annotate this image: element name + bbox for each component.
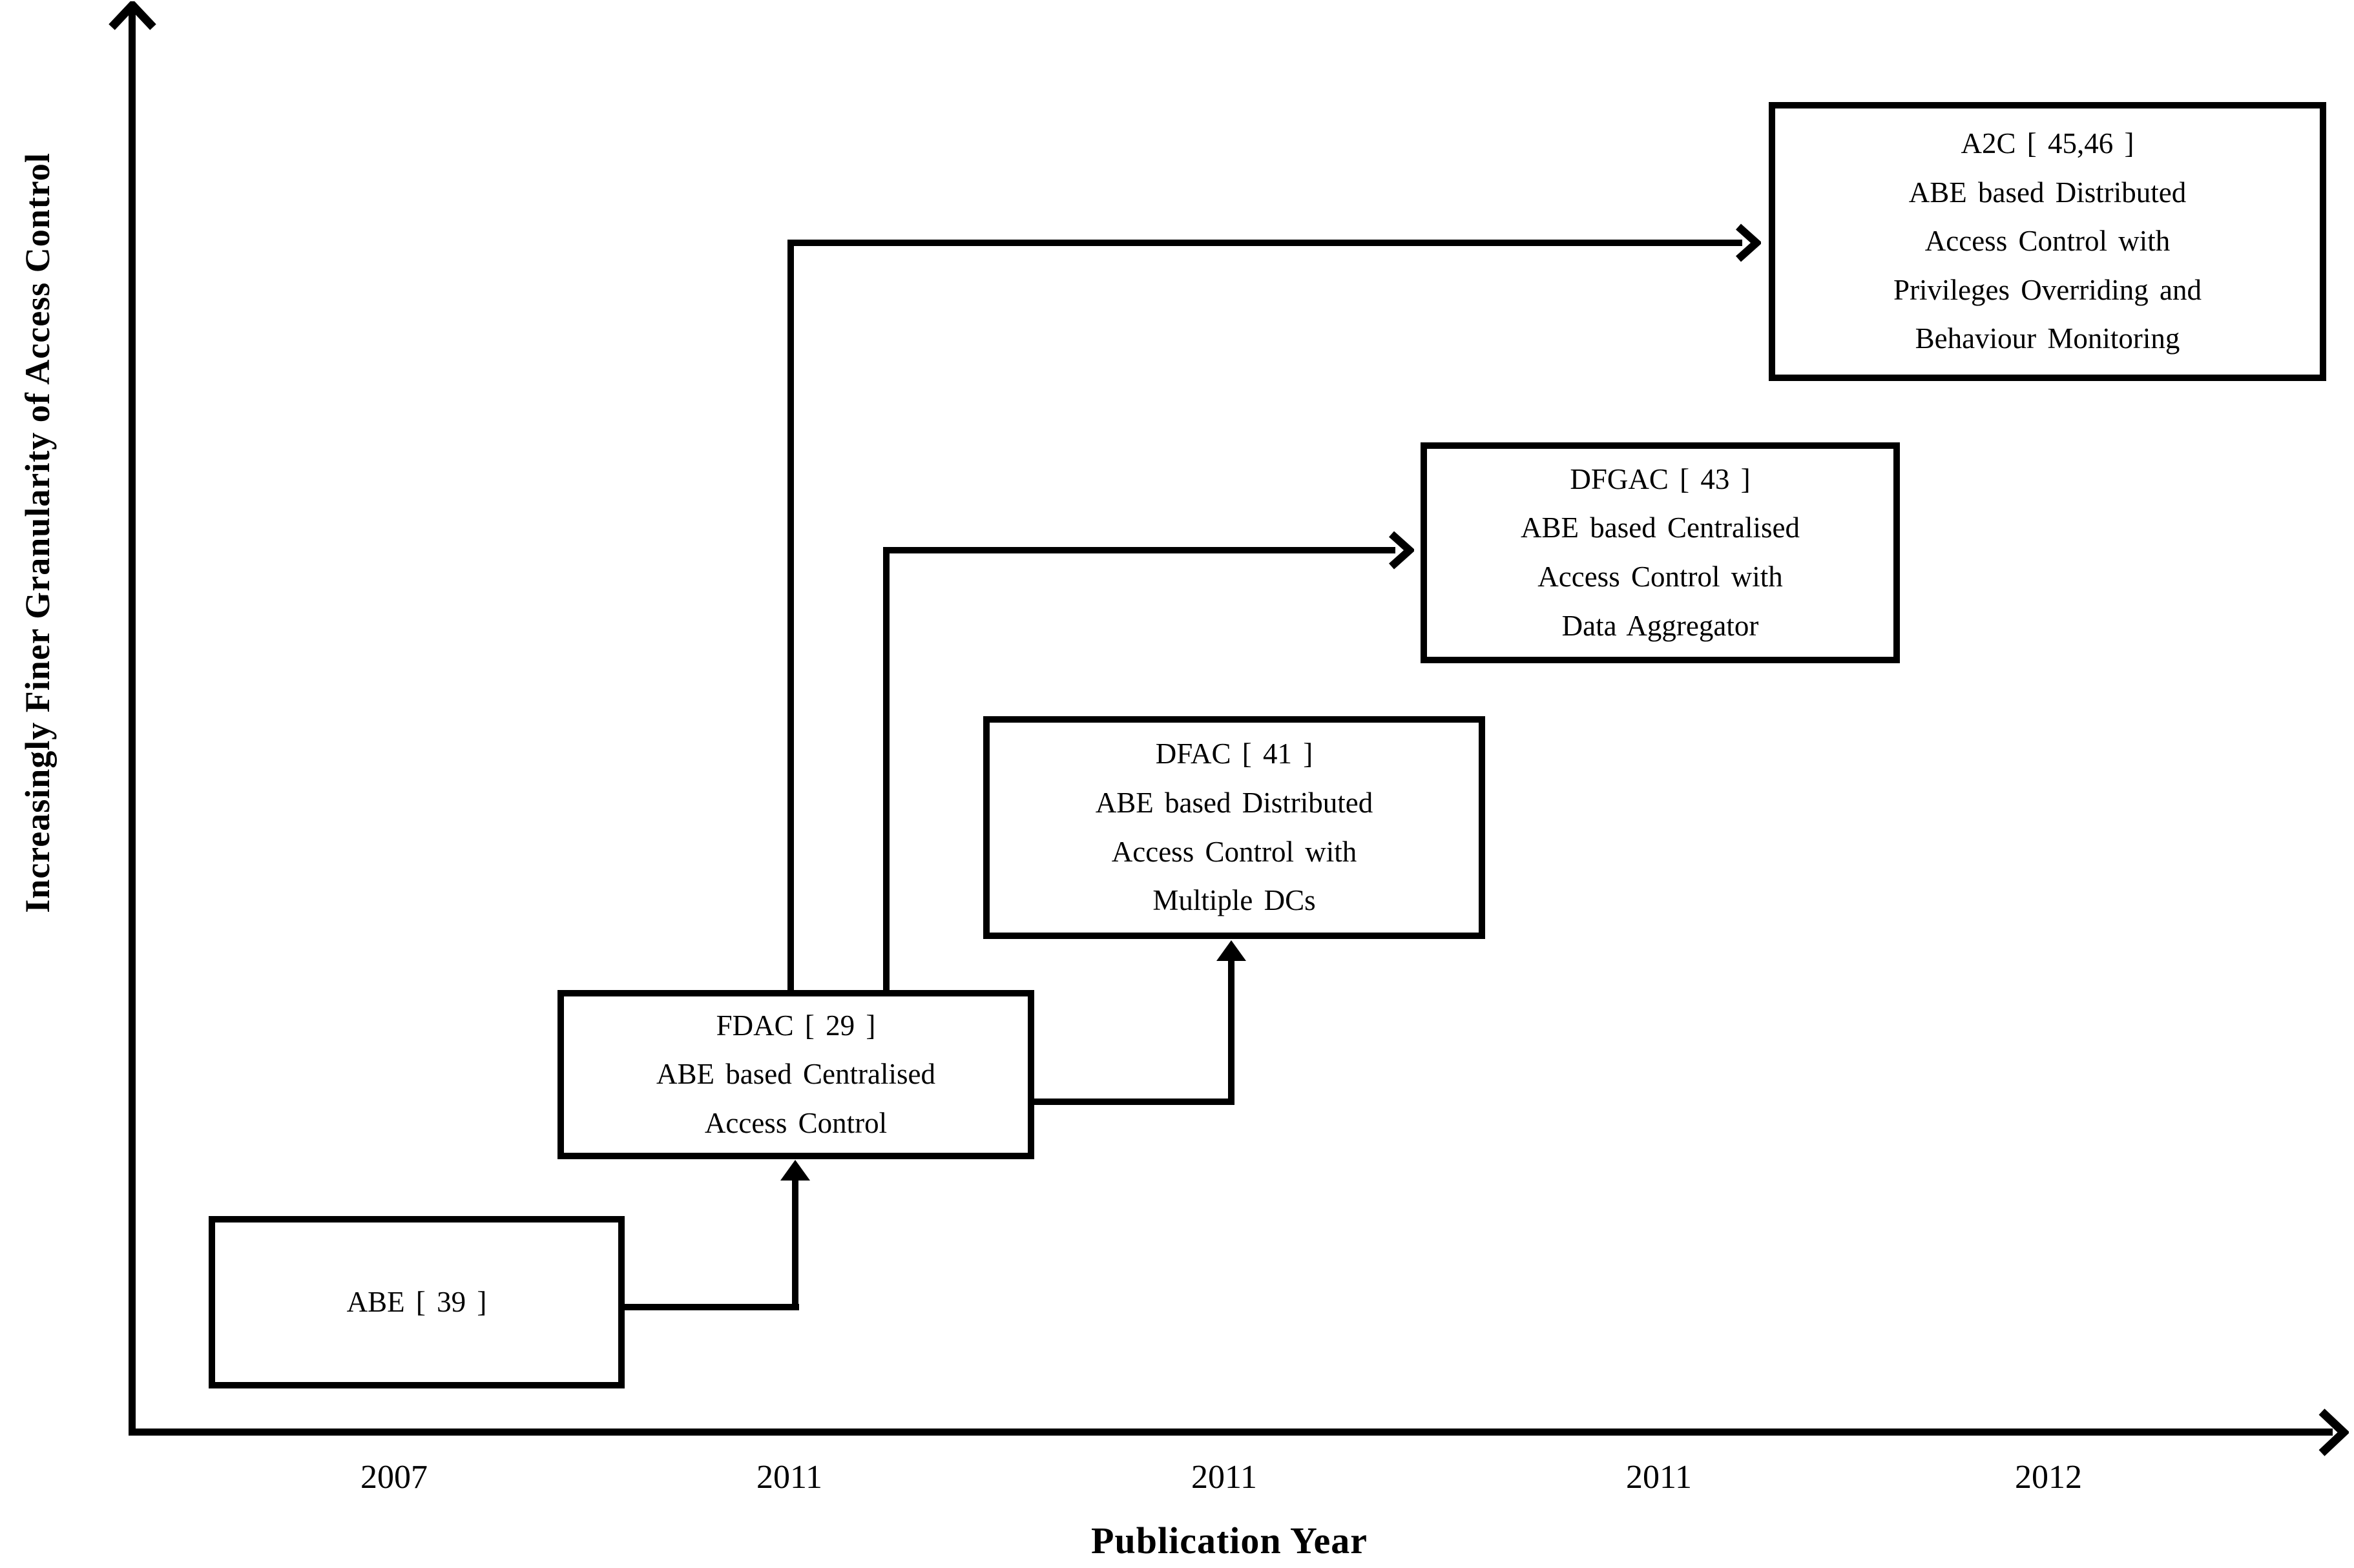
connector-abe-to-fdac-horizontal: [622, 1304, 799, 1310]
node-line: Access Control: [704, 1106, 888, 1139]
connector-fdac-to-dfgac-horizontal: [883, 547, 1395, 553]
node-title: FDAC [ 29 ]: [716, 1009, 876, 1042]
node-fdac: FDAC [ 29 ] ABE based Centralised Access…: [557, 990, 1034, 1159]
connector-fdac-to-a2c-right-arrowhead-icon: [1736, 223, 1761, 262]
connector-fdac-to-dfgac-vertical: [883, 547, 890, 992]
y-axis-label: Increasingly Finer Granularity of Access…: [18, 152, 57, 913]
connector-fdac-to-a2c-horizontal: [787, 240, 1742, 246]
y-axis-line: [129, 9, 136, 1436]
node-line: ABE based Centralised: [1521, 511, 1800, 544]
x-axis-arrowhead-icon: [2318, 1408, 2349, 1456]
connector-fdac-to-dfac-up-arrowhead-icon: [1216, 940, 1246, 961]
node-line: Data Aggregator: [1561, 609, 1759, 642]
x-tick-2011-c: 2011: [1625, 1459, 1693, 1496]
node-title: A2C [ 45,46 ]: [1961, 127, 2134, 160]
node-title: ABE [ 39 ]: [346, 1285, 487, 1318]
connector-abe-to-fdac-vertical: [792, 1177, 798, 1310]
node-line: Behaviour Monitoring: [1915, 322, 2180, 355]
node-dfgac: DFGAC [ 43 ] ABE based Centralised Acces…: [1421, 442, 1900, 663]
x-axis-line: [129, 1429, 2333, 1436]
node-line: Multiple DCs: [1152, 884, 1316, 917]
connector-fdac-to-dfac-horizontal: [1034, 1099, 1234, 1105]
node-line: ABE based Centralised: [656, 1058, 935, 1091]
node-line: Privileges Overriding and: [1893, 273, 2202, 306]
x-tick-2011-a: 2011: [756, 1459, 823, 1496]
node-line: ABE based Distributed: [1908, 176, 2187, 209]
node-title: DFGAC [ 43 ]: [1570, 462, 1751, 495]
node-title: DFAC [ 41 ]: [1155, 738, 1313, 770]
connector-fdac-to-a2c-vertical: [787, 240, 794, 992]
x-tick-2007: 2007: [360, 1459, 428, 1496]
node-line: Access Control with: [1924, 225, 2171, 258]
x-tick-2011-b: 2011: [1191, 1459, 1258, 1496]
node-dfac: DFAC [ 41 ] ABE based Distributed Access…: [983, 716, 1485, 939]
node-line: Access Control with: [1537, 561, 1783, 593]
connector-fdac-to-dfac-vertical: [1228, 957, 1234, 1105]
y-axis-arrowhead-icon: [109, 1, 156, 30]
node-a2c: A2C [ 45,46 ] ABE based Distributed Acce…: [1769, 102, 2326, 381]
node-line: Access Control with: [1111, 835, 1357, 868]
connector-abe-to-fdac-up-arrowhead-icon: [780, 1160, 810, 1181]
connector-fdac-to-dfgac-right-arrowhead-icon: [1389, 531, 1414, 570]
x-tick-2012: 2012: [2015, 1459, 2082, 1496]
node-abe: ABE [ 39 ]: [209, 1216, 625, 1388]
x-axis-title: Publication Year: [1091, 1520, 1368, 1562]
node-line: ABE based Distributed: [1095, 786, 1373, 819]
